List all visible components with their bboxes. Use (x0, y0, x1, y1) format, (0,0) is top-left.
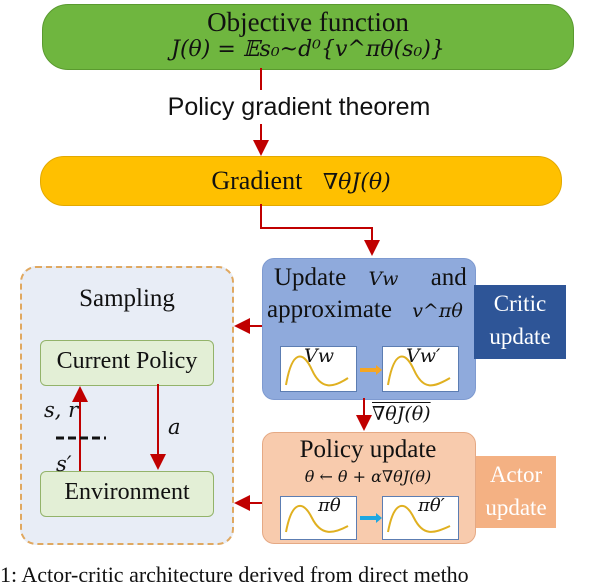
critic-badge-line-1: Critic (493, 291, 547, 316)
critic-right-curve (387, 355, 451, 387)
critic-approximate-word: approximate (267, 296, 392, 323)
actor-left-curve (285, 505, 349, 533)
critic-value-var: Vw (368, 268, 399, 290)
actor-right-curve (387, 505, 451, 533)
critic-mini-plot-right (382, 346, 459, 392)
gradient-text: Gradient ∇θJ(θ) (41, 166, 561, 196)
critic-update-word: Update (274, 264, 347, 291)
policy-gradient-theorem-label: Policy gradient theorem (167, 93, 431, 121)
actor-mini-plot-left (280, 496, 357, 540)
actor-badge-line-1: Actor (489, 462, 543, 487)
gradient-label: Gradient (211, 166, 303, 195)
current-policy-box: Current Policy (40, 340, 214, 386)
actor-badge: Actor update (476, 456, 556, 528)
critic-left-curve (285, 355, 349, 387)
actor-mini-left-label: πθ (318, 495, 341, 516)
gradient-formula: ∇θJ(θ) (322, 170, 391, 195)
objective-title: Objective function (207, 7, 409, 37)
critic-line-1: Update Vw and (274, 264, 467, 292)
gradient-box: Gradient ∇θJ(θ) (40, 156, 562, 206)
next-state-label: s′ (56, 452, 72, 476)
critic-mini-plot-left (280, 346, 357, 392)
objective-formula: J(θ) = 𝔼s₀~d⁰{v^πθ(s₀)} (171, 37, 445, 62)
policy-update-formula: θ ← θ + α∇θJ(θ) (304, 467, 432, 486)
critic-mini-left-label: Vw (304, 345, 334, 367)
objective-function-box: Objective function J(θ) = 𝔼s₀~d⁰{v^πθ(s₀… (42, 4, 574, 70)
environment-box: Environment (40, 471, 214, 517)
figure-caption: 1: Actor-critic architecture derived fro… (0, 562, 469, 584)
critic-line-2: approximate v^πθ (267, 296, 463, 324)
actor-badge-line-2: update (485, 495, 547, 520)
policy-update-title: Policy update (299, 436, 437, 463)
current-policy-label: Current Policy (56, 348, 198, 374)
actor-mini-right-label: πθ′ (418, 495, 445, 516)
sampling-title: Sampling (79, 285, 175, 312)
critic-mini-right-label: Vw′ (406, 345, 441, 367)
critic-badge-line-2: update (489, 324, 551, 349)
arrow-gradient-to-critic (260, 204, 380, 256)
environment-label: Environment (64, 479, 190, 505)
gradient-estimate-label: ∇θJ(θ) (372, 403, 431, 425)
state-reward-label: s, r (44, 398, 79, 422)
action-label: a (168, 415, 181, 439)
critic-badge: Critic update (474, 285, 566, 359)
critic-target-var: v^πθ (412, 300, 463, 322)
critic-and-word: and (430, 264, 467, 291)
actor-mini-plot-right (382, 496, 459, 540)
